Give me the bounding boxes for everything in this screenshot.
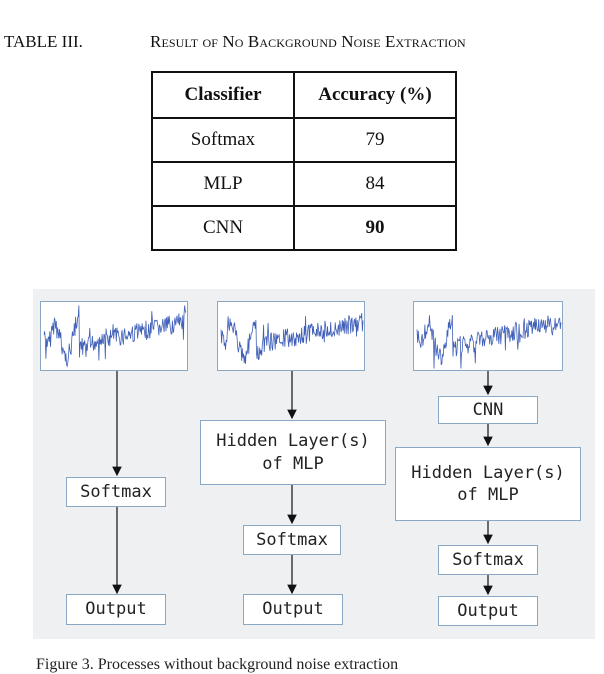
table-row: Softmax 79 xyxy=(151,117,457,163)
table-caption: TABLE III. Result of No Background Noise… xyxy=(0,30,604,56)
flow-arrows xyxy=(112,371,493,596)
figure-caption: Figure 3. Processes without background n… xyxy=(36,656,399,673)
waveform-trace xyxy=(220,312,364,364)
hidden-layer-label: of MLP xyxy=(262,453,324,474)
output-box: Output xyxy=(243,594,343,625)
waveform-trace xyxy=(416,314,562,369)
results-table: Classifier Accuracy (%) Softmax 79 MLP 8… xyxy=(151,71,457,251)
softmax-box: Softmax xyxy=(66,477,166,507)
cell-accuracy: 84 xyxy=(293,161,457,207)
table-row: MLP 84 xyxy=(151,161,457,207)
signal-waveform-icon xyxy=(413,301,563,371)
hidden-layer-label: Hidden Layer(s) xyxy=(411,462,565,483)
cell-accuracy-best: 90 xyxy=(293,205,457,251)
waveform-trace xyxy=(43,305,187,368)
signal-waveform-icon xyxy=(217,301,365,371)
hidden-layer-label: of MLP xyxy=(457,485,519,505)
cell-accuracy: 79 xyxy=(293,117,457,163)
hidden-layer-label: Hidden Layer(s) xyxy=(216,431,370,452)
cnn-box: CNN xyxy=(438,396,538,424)
softmax-box: Softmax xyxy=(243,525,341,555)
table-title: Result of No Background Noise Extraction xyxy=(150,32,466,51)
mlp-hidden-layers-box: Hidden Layer(s) of MLP xyxy=(200,420,386,485)
header-classifier: Classifier xyxy=(151,71,295,119)
cell-classifier: MLP xyxy=(151,161,295,207)
table-header-row: Classifier Accuracy (%) xyxy=(151,71,457,119)
softmax-box: Softmax xyxy=(438,545,538,575)
signal-waveform-icon xyxy=(40,301,188,371)
cell-classifier: CNN xyxy=(151,205,295,251)
output-box: Output xyxy=(438,596,538,626)
header-accuracy: Accuracy (%) xyxy=(293,71,457,119)
table-number: TABLE III. xyxy=(4,32,83,51)
mlp-hidden-layers-box: Hidden Layer(s) of MLP xyxy=(395,447,581,521)
cell-classifier: Softmax xyxy=(151,117,295,163)
process-figure: Softmax Output Hidden Layer(s) of MLP So… xyxy=(33,289,595,639)
table-row: CNN 90 xyxy=(151,205,457,251)
output-box: Output xyxy=(66,594,166,625)
